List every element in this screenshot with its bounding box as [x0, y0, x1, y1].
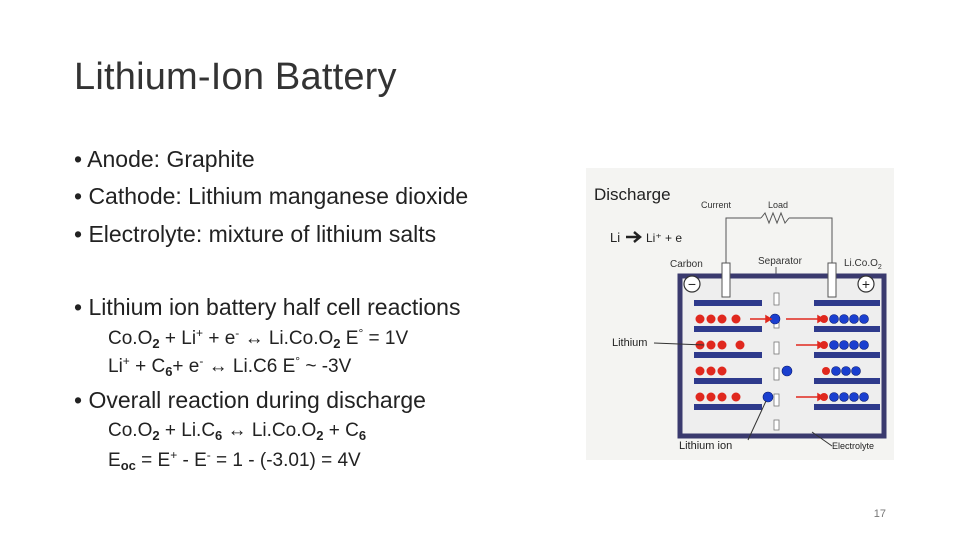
anode-terminal — [721, 262, 731, 298]
anode-layers — [694, 300, 762, 410]
arrow-right-icon — [626, 231, 642, 243]
lithium-pointer — [653, 342, 705, 346]
minus-terminal-icon — [683, 275, 701, 293]
diagram-reaction-li: Li — [610, 230, 620, 245]
plus-sign: + — [862, 276, 870, 292]
label-lithium-ion: Lithium ion — [679, 440, 732, 452]
bullet-overall: • Overall reaction during discharge — [74, 387, 426, 413]
reaction-voltage: Eoc = E+ - E- = 1 - (-3.01) = 4V — [108, 448, 361, 473]
reaction-overall: Co.O2 + Li.C6 ↔ Li.Co.O2 + C6 — [108, 420, 367, 443]
label-load: Load — [768, 200, 788, 210]
ion-flow-arrows — [750, 314, 825, 402]
label-electrolyte: Electrolyte — [832, 441, 874, 451]
label-lithium: Lithium — [612, 337, 647, 349]
reaction-cathode: Co.O2 + Li+ + e- ↔ Li.Co.O2 E° = 1V — [108, 326, 409, 351]
lithium-atoms-cathode — [820, 315, 830, 401]
label-current: Current — [701, 200, 732, 210]
label-separator: Separator — [758, 256, 803, 267]
external-circuit — [725, 211, 833, 276]
reaction-anode: Li+ + C6+ e- ↔ Li.C6 E° ~ -3V — [108, 354, 352, 379]
diagram-heading: Discharge — [594, 185, 671, 204]
bullet-cathode: • Cathode: Lithium manganese dioxide — [74, 183, 469, 209]
cathode-terminal — [827, 262, 837, 298]
lithium-ion-pointer — [747, 400, 767, 441]
bullet-half-cell: • Lithium ion battery half cell reaction… — [74, 294, 461, 320]
bullet-anode: • Anode: Graphite — [74, 146, 255, 172]
label-carbon: Carbon — [670, 259, 703, 270]
diagram-reaction-products: Li⁺ + e — [646, 231, 682, 245]
cathode-layers — [814, 300, 880, 410]
page-number: 17 — [873, 508, 886, 520]
slide-title: Lithium-Ion Battery — [74, 56, 397, 98]
lithium-ions — [762, 313, 869, 403]
bullet-electrolyte: • Electrolyte: mixture of lithium salts — [74, 221, 437, 247]
plus-terminal-icon — [857, 275, 875, 293]
label-licoo2: Li.Co.O2 — [844, 258, 882, 271]
lithium-atoms-anode — [695, 314, 745, 402]
minus-sign: − — [688, 276, 696, 292]
discharge-diagram: Discharge Current Load Li Li⁺ + e Carbon… — [586, 168, 894, 460]
electrolyte-pointer — [811, 431, 833, 447]
